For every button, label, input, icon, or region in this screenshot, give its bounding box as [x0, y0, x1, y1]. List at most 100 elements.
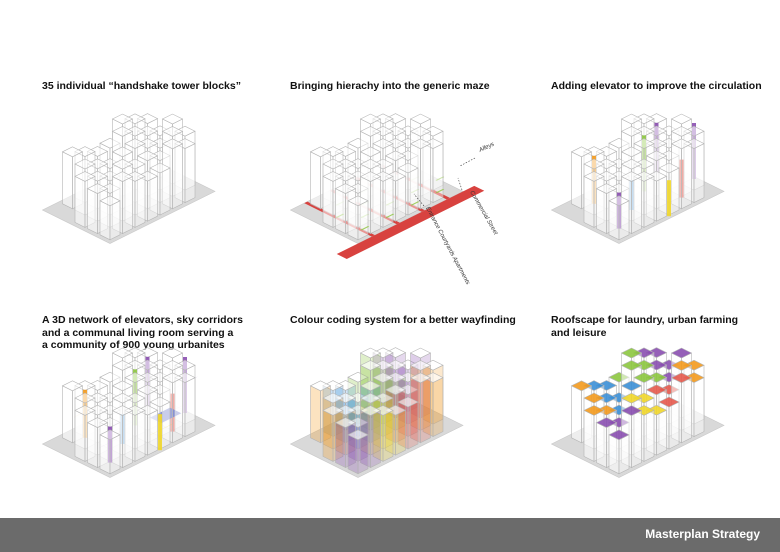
tower-block-face: [420, 143, 431, 210]
panel-network: A 3D network of elevators, sky corridors…: [42, 314, 282, 478]
tower-block-face: [420, 377, 431, 444]
annotation-leader: [459, 157, 476, 167]
tower-block-face: [62, 151, 73, 210]
tower-block-roof: [136, 384, 159, 396]
title-line: Adding elevator to improve the circulati…: [551, 80, 762, 92]
tower-block-roof: [372, 113, 394, 125]
annotation-leader: [457, 177, 463, 191]
tower-block-roof: [334, 417, 357, 428]
tower-block-roof: [633, 113, 655, 125]
title-line: 35 individual “handshake tower blocks”: [42, 80, 241, 92]
roof-terrace: [633, 359, 655, 371]
tower-block-roof: [111, 380, 134, 392]
tower-block-face: [74, 409, 86, 462]
tower-block-roof: [645, 138, 668, 149]
roof-terrace: [633, 392, 655, 404]
panel-tower-blocks: 35 individual “handshake tower blocks”: [42, 80, 282, 244]
tower-block-roof: [334, 404, 357, 416]
tower-block-roof: [372, 392, 394, 404]
tower-block-face: [310, 151, 321, 210]
roof-terrace: [645, 404, 668, 416]
tower-block-roof: [322, 405, 344, 416]
roof-terrace: [645, 359, 668, 371]
tower-block-roof: [359, 171, 382, 182]
annotation-entrance: Entrance Courtyards Apartments: [424, 206, 470, 286]
tower-block-roof: [309, 146, 332, 158]
tower-block-face: [122, 176, 133, 235]
tower-block-roof: [74, 392, 96, 404]
hierarchy-diagram: Alleys Commercial Street Entrance Courty…: [290, 113, 498, 286]
tower-block-roof: [372, 372, 394, 383]
tower-block-roof: [161, 113, 184, 125]
tower-block-face: [184, 143, 196, 204]
tower-block-roof: [347, 195, 369, 207]
tower-block-roof: [86, 417, 109, 428]
title-line: a community of 900 young urbanites: [42, 339, 225, 351]
tower-block-roof: [149, 396, 171, 408]
tower-block-roof: [595, 146, 618, 157]
tower-block-face: [596, 188, 607, 235]
tower-block-roof: [74, 146, 96, 157]
tower-block-roof: [359, 126, 382, 137]
tower-block-roof: [61, 146, 84, 158]
network-diagram: [42, 347, 216, 478]
tower-block-face: [681, 377, 692, 444]
tower-block-roof: [372, 405, 394, 416]
tower-block-face: [395, 175, 406, 222]
tower-block-roof: [595, 183, 618, 194]
tower-block-face: [583, 409, 595, 462]
tower-block-face: [134, 175, 146, 228]
tower-block-face: [357, 200, 369, 241]
tower-block-roof: [322, 158, 344, 170]
tower-block-roof: [409, 360, 432, 371]
tower-block-roof: [334, 183, 357, 194]
tower-block-face: [693, 377, 705, 438]
tower-block-roof: [384, 138, 407, 149]
roof-terrace: [595, 404, 618, 416]
tower-block-face: [74, 175, 86, 228]
tower-block-face: [571, 385, 582, 444]
tower-block-face: [335, 188, 346, 235]
tower-block-face: [322, 175, 334, 228]
tower-block-roof: [111, 347, 134, 359]
tower-block-roof: [309, 380, 332, 392]
tower-block-face: [99, 434, 111, 475]
roof-terrace: [645, 347, 668, 358]
roof-terrace: [620, 405, 643, 416]
tower-block-roof: [111, 158, 134, 170]
tower-block-roof: [111, 392, 134, 404]
tower-block-face: [571, 151, 582, 210]
tower-block-face: [370, 410, 381, 469]
tower-block-roof: [99, 195, 121, 207]
title-line: and leisure: [551, 326, 607, 339]
tower-block-roof: [359, 347, 382, 359]
tower-block-roof: [384, 384, 407, 396]
tower-block-roof: [620, 126, 643, 137]
tower-block-roof: [372, 125, 394, 137]
tower-block-roof: [86, 158, 109, 170]
tower-block-face: [62, 385, 73, 444]
tower-block-face: [147, 409, 158, 456]
panel-title: 35 individual “handshake tower blocks”: [42, 80, 282, 93]
tower-block-roof: [422, 372, 444, 383]
tower-block-roof: [124, 158, 146, 170]
tower-block-roof: [334, 146, 357, 157]
tower-block-roof: [633, 158, 655, 170]
tower-block-roof: [322, 392, 344, 404]
tower-block-face: [608, 434, 620, 475]
tower-block-roof: [409, 126, 432, 137]
tower-block-face: [184, 377, 196, 438]
tower-block-roof: [397, 384, 419, 395]
tower-block-roof: [174, 372, 196, 383]
tower-block-face: [407, 401, 419, 450]
tower-block-face: [432, 143, 444, 204]
tower-block-face: [172, 143, 183, 210]
tower-block-face: [656, 175, 667, 222]
tower-block-roof: [422, 125, 444, 137]
title-line: Colour coding system for a better wayfin…: [290, 314, 516, 326]
tower-block-roof: [633, 171, 655, 182]
tower-block-roof: [645, 113, 668, 124]
tower-block-roof: [334, 380, 357, 391]
tower-block-roof: [111, 126, 134, 137]
